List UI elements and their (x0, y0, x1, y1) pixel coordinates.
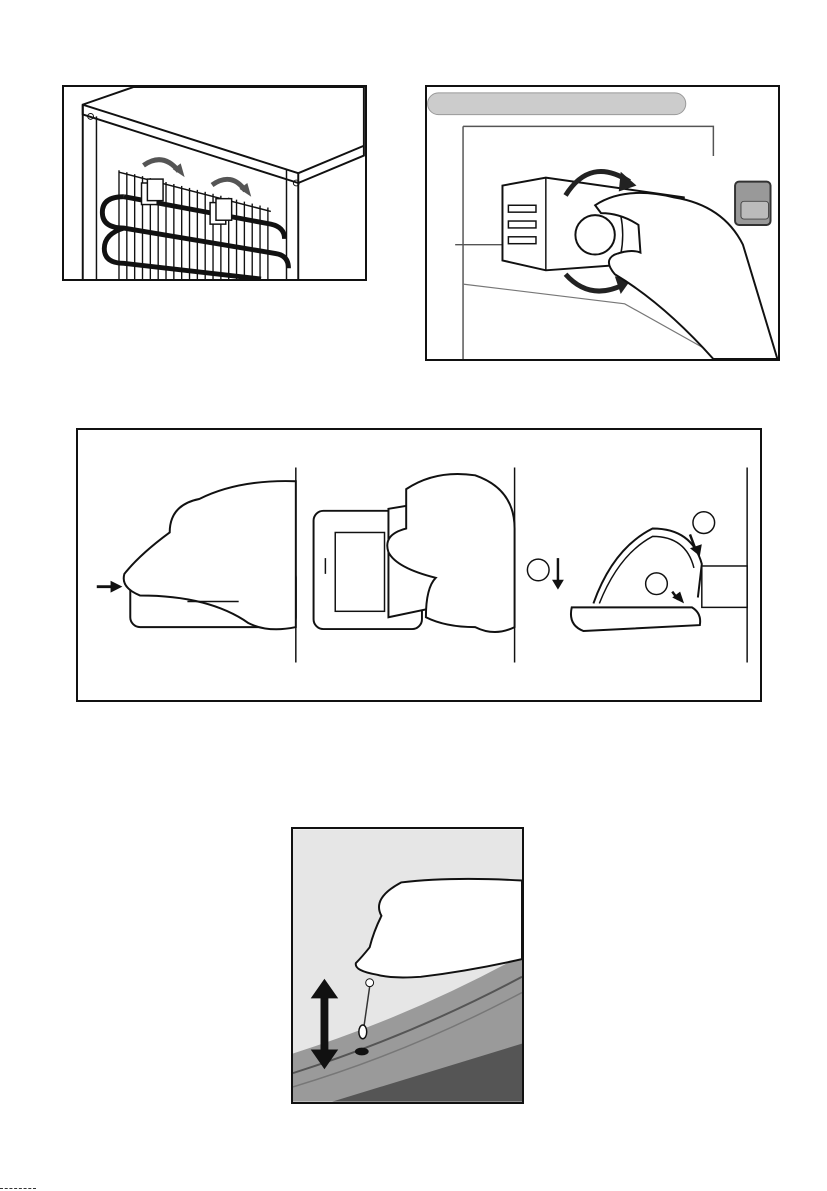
lamp-cover-removal-icon (78, 430, 760, 700)
thermostat-knob-icon (427, 87, 778, 359)
drain-hole-cleaning-figure (291, 827, 524, 1104)
condenser-spacers-icon (64, 87, 365, 279)
drain-hole-cleaning-icon (293, 829, 522, 1102)
thermostat-knob-figure (425, 85, 780, 361)
lamp-cover-removal-figure (76, 428, 762, 702)
condenser-spacers-figure (62, 85, 367, 281)
